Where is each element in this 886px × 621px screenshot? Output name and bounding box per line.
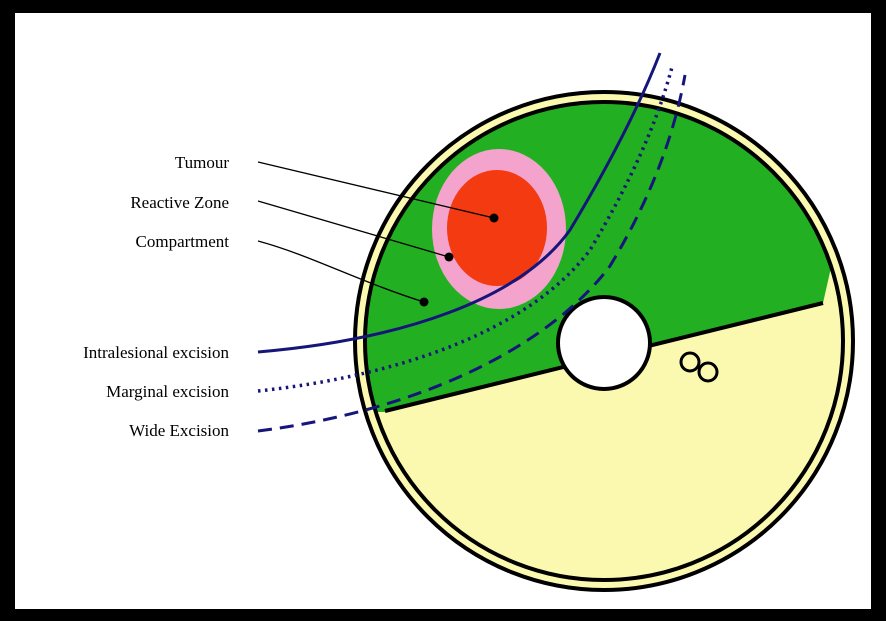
label-intralesional-excision: Intralesional excision — [83, 343, 229, 362]
reactive-zone-leader-dot — [445, 253, 454, 262]
label-wide-excision: Wide Excision — [129, 421, 229, 440]
label-reactive-zone: Reactive Zone — [130, 193, 229, 212]
bone-canal — [558, 297, 650, 389]
tumour-leader-dot — [490, 214, 499, 223]
label-compartment: Compartment — [136, 232, 230, 251]
label-marginal-excision: Marginal excision — [106, 382, 229, 401]
compartment-leader-dot — [420, 298, 429, 307]
label-tumour: Tumour — [175, 153, 230, 172]
